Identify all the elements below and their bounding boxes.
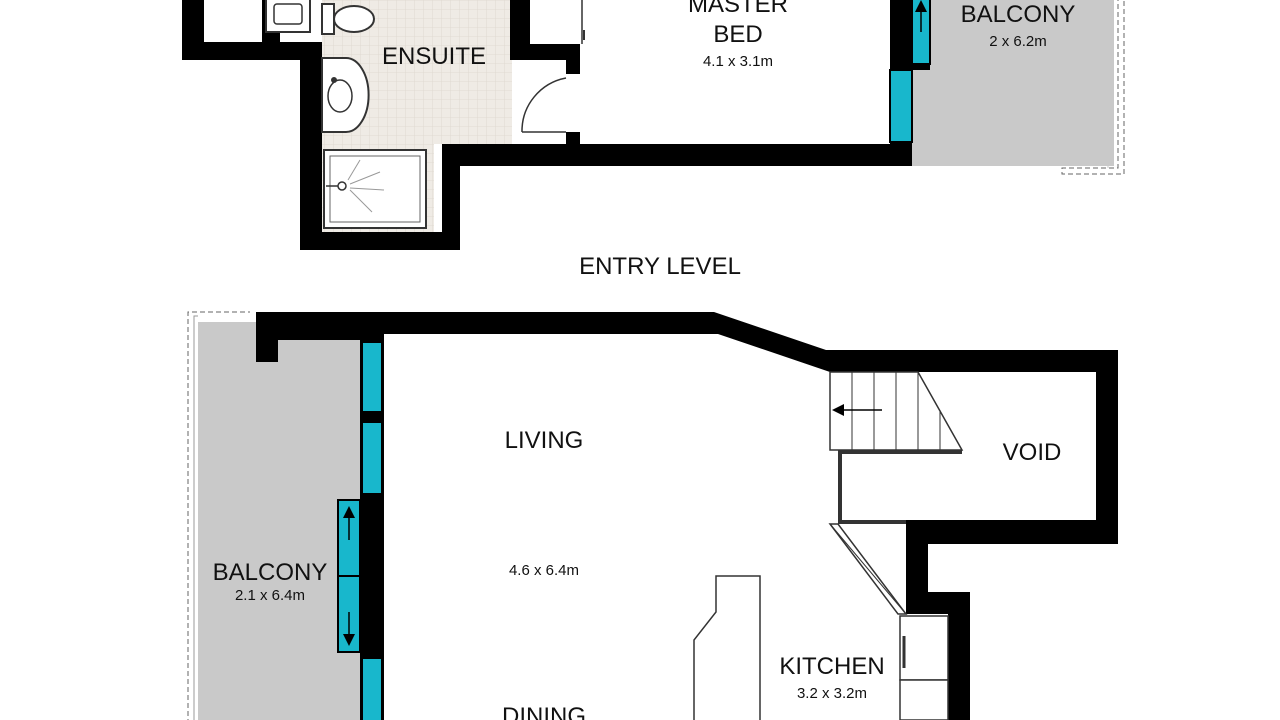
void-label: VOID xyxy=(1003,439,1062,466)
lower-balcony-dims: 2.1 x 6.4m xyxy=(235,587,305,604)
wall-ensuite-left xyxy=(300,42,322,250)
wardrobe-area xyxy=(530,0,580,44)
ensuite-door-swing xyxy=(521,77,567,133)
wall-wardrobe-bottom xyxy=(510,44,580,60)
kitchen-label: KITCHEN xyxy=(779,653,884,680)
master-bed-dims: 4.1 x 3.1m xyxy=(703,53,773,70)
wall-door-jamb-top xyxy=(566,60,580,74)
dining-label: DINING xyxy=(502,703,586,720)
vanity-basin-icon xyxy=(273,3,303,25)
void-left-edge xyxy=(838,450,842,524)
ensuite-label: ENSUITE xyxy=(382,43,486,70)
upper-balcony-floor xyxy=(912,0,1114,166)
living-dims: 4.6 x 6.4m xyxy=(509,562,579,579)
lower-balcony-railing xyxy=(187,311,250,720)
master-bed-label-line2: BED xyxy=(713,21,762,48)
toilet-icon xyxy=(321,3,375,35)
kitchen-dims: 3.2 x 3.2m xyxy=(797,685,867,702)
upper-balcony-dims: 2 x 6.2m xyxy=(989,33,1047,50)
lower-balcony-edge xyxy=(193,315,198,720)
upper-balcony-label: BALCONY xyxy=(961,1,1076,28)
lower-balcony-label: BALCONY xyxy=(213,559,328,586)
shower-icon xyxy=(323,149,427,229)
lower-level: LIVING 4.6 x 6.4m DINING VOID KITCHEN 3.… xyxy=(187,311,1118,720)
vanity-top xyxy=(265,0,311,33)
wall-ensuite-right-lower xyxy=(442,144,460,250)
stairs xyxy=(829,371,964,451)
lower-window-1 xyxy=(361,341,383,413)
level-title: ENTRY LEVEL xyxy=(579,253,741,280)
basin-icon xyxy=(321,57,370,133)
wall-door-jamb-bottom xyxy=(566,132,580,146)
wall-bedroom-bottom xyxy=(442,144,1062,166)
lower-window-2 xyxy=(361,421,383,495)
balustrade-line xyxy=(829,523,907,615)
living-label: LIVING xyxy=(505,427,584,454)
wall-ensuite-bottom xyxy=(300,232,460,250)
upper-level: MASTER BED 4.1 x 3.1m ENSUITE BALCONY 2 … xyxy=(182,0,1125,250)
kitchen-cabinet-lower xyxy=(899,679,949,720)
lower-window-3 xyxy=(361,657,383,720)
upper-balcony-railing xyxy=(1061,0,1125,175)
upper-fixed-window xyxy=(889,69,913,143)
closet-area xyxy=(204,0,262,42)
kitchen-island xyxy=(693,575,761,720)
kitchen-cabinet xyxy=(899,615,949,681)
wall-lower-top xyxy=(256,312,1118,542)
wall-kitchen xyxy=(906,520,1118,720)
wall-closet-bottom xyxy=(182,42,322,60)
master-bed-label-line1: MASTER xyxy=(688,0,788,18)
lower-balcony-floor xyxy=(198,322,362,720)
